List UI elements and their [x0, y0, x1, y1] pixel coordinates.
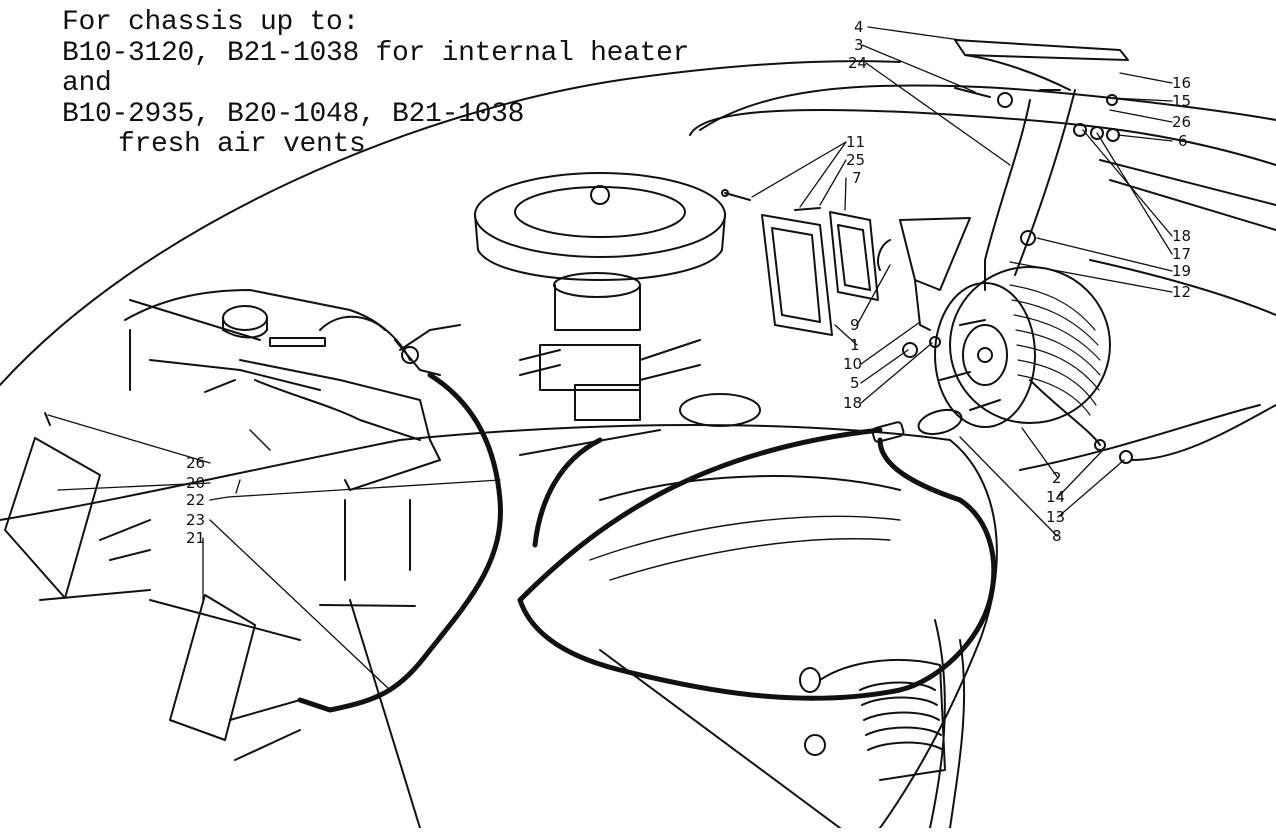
callout-13: 13	[1046, 508, 1065, 526]
callout-18: 18	[843, 394, 862, 412]
callout-20: 20	[186, 474, 205, 492]
chassis-note-line-5: fresh air vents	[118, 129, 366, 160]
callout-12: 12	[1172, 283, 1191, 301]
callout-21: 21	[186, 529, 205, 547]
callout-9: 9	[850, 316, 860, 334]
callout-19: 19	[1172, 262, 1191, 280]
callout-10: 10	[843, 355, 862, 373]
callout-14: 14	[1046, 488, 1065, 506]
chassis-note-line-4: B10-2935, B20-1048, B21-1038	[62, 98, 525, 130]
air-filter	[474, 172, 726, 281]
bracket	[877, 217, 971, 331]
callout-6: 6	[1178, 132, 1188, 150]
carburettor	[519, 272, 761, 427]
callout-labels: 4 3 24 16 15 26 6 11 25 7 18 17 19 12 9 …	[186, 18, 1191, 547]
heater-hose	[297, 372, 997, 713]
heater-valve	[394, 324, 461, 376]
cooling-fins	[799, 659, 946, 781]
chassis-note-line-3: and	[62, 68, 112, 99]
callout-25: 25	[846, 151, 865, 169]
callout-24: 24	[848, 54, 867, 72]
callout-11: 11	[846, 133, 865, 151]
callout-2: 2	[1052, 469, 1062, 487]
callout-1: 1	[850, 336, 860, 354]
callout-5: 5	[850, 374, 860, 392]
heater-blower	[934, 266, 1111, 428]
chassis-note-line-1: For chassis up to:	[62, 7, 360, 38]
callout-18-right: 18	[1172, 227, 1191, 245]
callout-26-top: 26	[1172, 113, 1191, 131]
callout-7: 7	[852, 169, 862, 187]
chassis-note: For chassis up to:B10-3120, B21-1038 for…	[62, 7, 690, 161]
callout-8: 8	[1052, 527, 1062, 545]
hardware	[44, 87, 1276, 464]
vent-filters	[761, 211, 879, 336]
air-duct	[954, 39, 1129, 291]
callout-4: 4	[854, 18, 864, 36]
callout-17: 17	[1172, 245, 1191, 263]
callout-3: 3	[854, 36, 864, 54]
leader-lines	[47, 26, 1173, 691]
callout-23: 23	[186, 511, 205, 529]
callout-22: 22	[186, 491, 205, 509]
callout-15: 15	[1172, 92, 1191, 110]
expansion-tank	[124, 289, 441, 581]
fresh-air-grilles	[4, 429, 271, 741]
callout-26: 26	[186, 454, 205, 472]
body-outline	[0, 60, 1276, 829]
callout-16: 16	[1172, 74, 1191, 92]
chassis-note-line-2: B10-3120, B21-1038 for internal heater	[62, 37, 690, 69]
